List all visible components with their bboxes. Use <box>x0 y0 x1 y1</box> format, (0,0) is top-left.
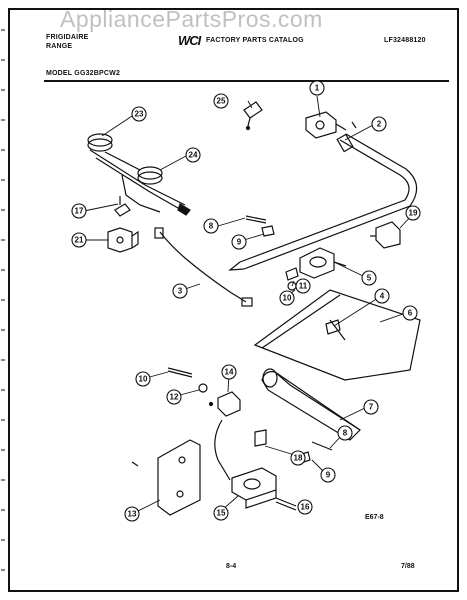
appliance-type: RANGE <box>46 43 73 50</box>
svg-text:10: 10 <box>283 294 292 303</box>
orifice-fittings-lower <box>254 429 333 511</box>
callout-2: 2 <box>371 116 387 132</box>
diagram-frame <box>8 8 459 592</box>
callout-7: 7 <box>363 399 379 415</box>
callout-21: 21 <box>71 232 87 248</box>
leader-lines <box>83 95 414 513</box>
svg-text:11: 11 <box>299 282 308 291</box>
svg-text:23: 23 <box>135 110 144 119</box>
oven-burner-tube <box>261 368 361 441</box>
callout-14: 14 <box>221 364 237 380</box>
callout-18: 18 <box>290 450 306 466</box>
callout-bubbles: 1 2 3 4 5 6 7 8 8 9 9 10 10 11 12 13 14 … <box>71 80 421 522</box>
callout-17: 17 <box>71 203 87 219</box>
drawing-code: E67-8 <box>365 514 384 521</box>
callout-13: 13 <box>124 506 140 522</box>
top-burner-assembly <box>87 133 191 216</box>
heat-shield <box>253 289 421 381</box>
svg-text:17: 17 <box>75 207 84 216</box>
svg-text:21: 21 <box>75 236 84 245</box>
valve-fitting <box>370 221 401 249</box>
revision-date: 7/88 <box>401 563 415 570</box>
callout-6: 6 <box>402 305 418 321</box>
callout-11: 11 <box>295 278 311 294</box>
svg-text:5: 5 <box>367 274 372 283</box>
callout-16: 16 <box>297 499 313 515</box>
gas-valve-part <box>305 111 357 139</box>
svg-text:16: 16 <box>301 503 310 512</box>
perforation-marks <box>1 29 5 571</box>
svg-text:19: 19 <box>409 209 418 218</box>
watermark-text: AppliancePartsPros.com <box>60 6 323 32</box>
burner-bracket <box>107 196 139 253</box>
callout-10-lower: 10 <box>135 371 151 387</box>
svg-text:3: 3 <box>178 287 183 296</box>
callout-3: 3 <box>172 283 188 299</box>
oven-safety-valve <box>231 467 277 509</box>
orifice-assembly-upper <box>245 215 275 237</box>
callout-23: 23 <box>131 106 147 122</box>
callout-1: 1 <box>309 80 325 96</box>
callout-8-upper: 8 <box>203 218 219 234</box>
svg-text:8: 8 <box>343 429 348 438</box>
callout-15: 15 <box>213 505 229 521</box>
svg-text:10: 10 <box>139 375 148 384</box>
model-label: MODEL GG32BPCW2 <box>46 70 121 77</box>
callout-10-upper: 10 <box>279 290 295 306</box>
screw-part <box>243 101 263 131</box>
callout-9-upper: 9 <box>231 234 247 250</box>
svg-text:9: 9 <box>237 238 242 247</box>
callout-8-lower: 8 <box>337 425 353 441</box>
svg-text:4: 4 <box>380 292 385 301</box>
svg-text:14: 14 <box>225 368 234 377</box>
svg-text:9: 9 <box>326 471 331 480</box>
callout-12: 12 <box>166 389 182 405</box>
callout-24: 24 <box>185 147 201 163</box>
svg-text:2: 2 <box>377 120 382 129</box>
model-divider <box>44 80 449 82</box>
callout-25: 25 <box>213 93 229 109</box>
catalog-logo: WCI <box>178 33 201 48</box>
page-reference: 8-4 <box>226 563 237 570</box>
oven-pilot-parts <box>167 367 241 481</box>
svg-text:18: 18 <box>294 454 303 463</box>
svg-text:13: 13 <box>128 510 137 519</box>
svg-text:1: 1 <box>315 84 320 93</box>
catalog-title: FACTORY PARTS CATALOG <box>206 37 304 44</box>
callout-9-lower: 9 <box>320 467 336 483</box>
svg-text:25: 25 <box>217 97 226 106</box>
brand-name: FRIGIDAIRE <box>46 34 89 41</box>
svg-text:6: 6 <box>408 309 413 318</box>
svg-text:7: 7 <box>369 403 374 412</box>
manifold-pipe <box>228 133 418 271</box>
pressure-regulator <box>285 247 347 291</box>
catalog-number: LF32488120 <box>384 37 426 44</box>
svg-text:24: 24 <box>189 151 198 160</box>
svg-text:15: 15 <box>217 509 226 518</box>
callout-5: 5 <box>361 270 377 286</box>
mounting-bracket-plate <box>131 439 201 516</box>
svg-text:12: 12 <box>170 393 179 402</box>
svg-text:8: 8 <box>209 222 214 231</box>
callout-19: 19 <box>405 205 421 221</box>
callout-4: 4 <box>374 288 390 304</box>
igniter-wire <box>154 227 253 307</box>
orifice-spud <box>325 319 341 335</box>
